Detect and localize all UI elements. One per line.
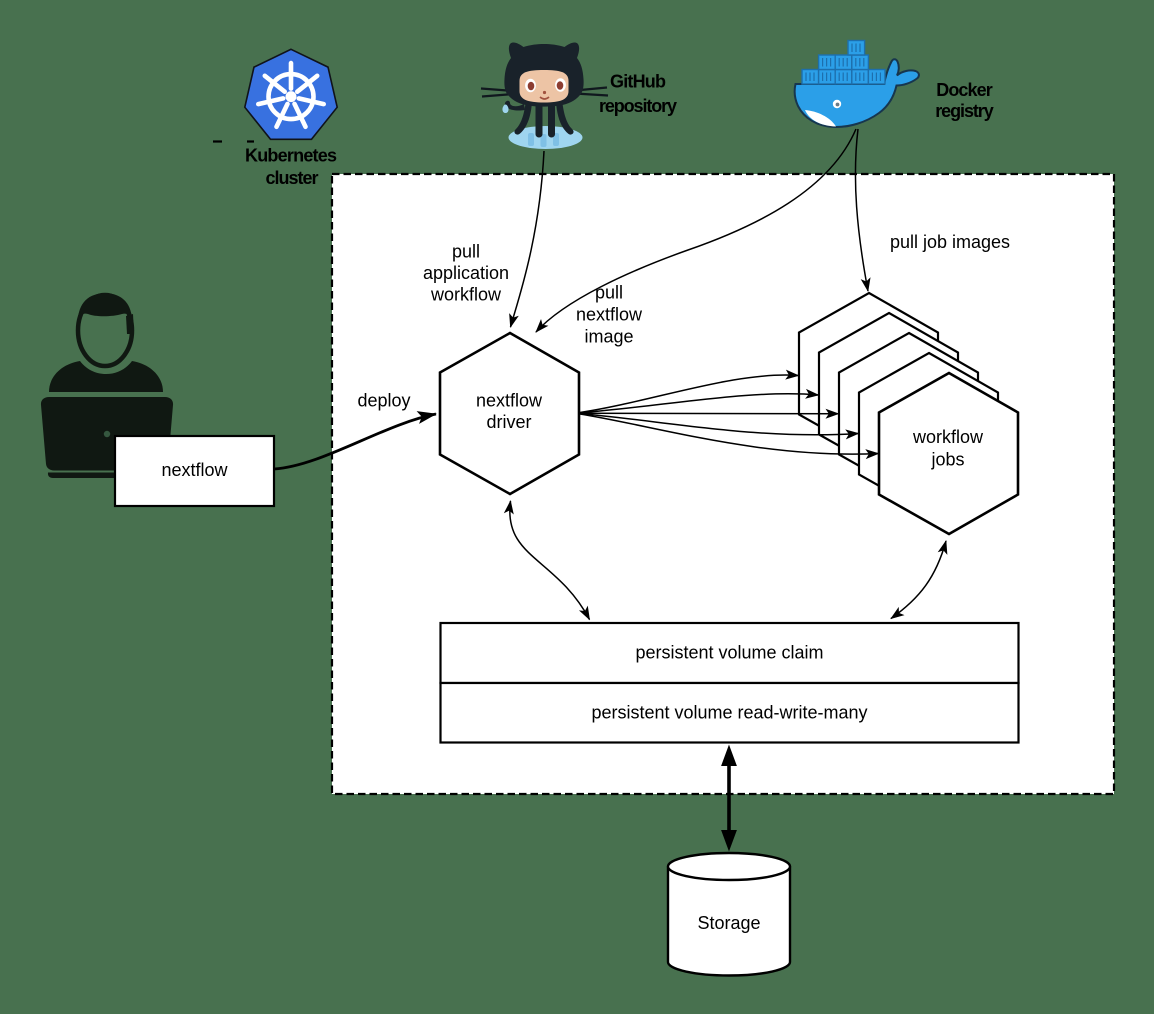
svg-text:nextflow: nextflow [161,460,228,480]
svg-text:nextflow: nextflow [576,304,643,324]
svg-text:cluster: cluster [266,168,319,188]
svg-text:jobs: jobs [930,450,964,470]
svg-text:pull: pull [452,242,480,262]
svg-text:GitHub: GitHub [610,72,666,92]
svg-text:pull: pull [595,283,623,303]
svg-text:registry: registry [935,101,994,121]
svg-text:driver: driver [486,412,531,432]
svg-text:Kubernetes: Kubernetes [245,145,337,165]
svg-text:deploy: deploy [357,391,410,411]
svg-text:persistent volume claim: persistent volume claim [635,643,823,663]
svg-text:Docker: Docker [936,80,993,100]
svg-text:nextflow: nextflow [476,391,543,411]
svg-text:application: application [423,263,509,283]
svg-text:workflow: workflow [430,285,502,305]
svg-text:pull job images: pull job images [890,232,1010,252]
svg-text:workflow: workflow [912,427,984,447]
svg-text:Storage: Storage [697,913,760,933]
svg-text:persistent volume read-write-m: persistent volume read-write-many [591,703,867,723]
svg-text:repository: repository [599,96,677,116]
svg-text:image: image [584,326,633,346]
